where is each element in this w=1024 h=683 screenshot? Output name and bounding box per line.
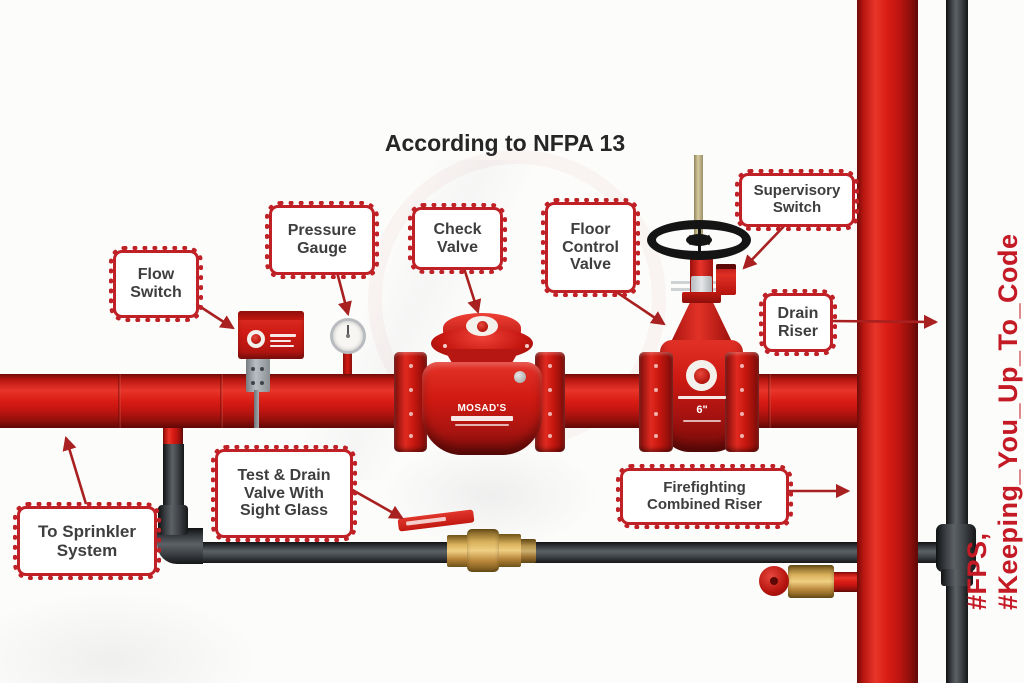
check-valve-brand-text: MOSAD'S bbox=[457, 403, 507, 414]
brand-logo-icon bbox=[686, 360, 717, 391]
valve-text-line bbox=[678, 396, 726, 399]
pressure-gauge-stem bbox=[343, 350, 352, 376]
riser-drain-stub bbox=[832, 572, 860, 592]
flow-switch-saddle bbox=[246, 358, 270, 392]
fcv-flange-left bbox=[639, 352, 673, 452]
check-valve-plug bbox=[514, 371, 526, 383]
drain-pipe-horizontal bbox=[196, 542, 958, 563]
label-test-drain-valve: Test & Drain Valve With Sight Glass bbox=[211, 445, 357, 542]
pipe-joint bbox=[118, 374, 121, 428]
test-drain-valve-tail bbox=[519, 539, 536, 563]
valve-size-text: 6" bbox=[696, 404, 708, 416]
diagram-title: According to NFPA 13 bbox=[384, 130, 626, 156]
label-to-sprinkler-system: To Sprinkler System bbox=[13, 502, 161, 580]
drain-riser-tee bbox=[936, 524, 976, 572]
label-firefighting-riser: Firefighting Combined Riser bbox=[616, 464, 793, 529]
stem-clamp bbox=[691, 276, 712, 294]
flow-switch-paddle-stem bbox=[254, 390, 259, 428]
valve-gland bbox=[682, 292, 721, 303]
valve-stem bbox=[694, 155, 703, 235]
combined-riser-pipe bbox=[857, 0, 918, 683]
label-check-valve: Check Valve bbox=[408, 203, 507, 274]
check-valve-banner bbox=[455, 424, 509, 426]
valve-text-line bbox=[683, 420, 721, 422]
test-drain-valve-end bbox=[447, 535, 469, 567]
pressure-gauge bbox=[330, 318, 366, 354]
riser-drain-valve-body bbox=[788, 565, 834, 598]
drain-riser-pipe bbox=[946, 0, 968, 683]
drain-riser-collar bbox=[941, 569, 973, 586]
lever-text-line bbox=[405, 516, 447, 526]
cap-bolt bbox=[443, 344, 447, 348]
label-flow-switch: Flow Switch bbox=[109, 246, 203, 322]
test-drain-valve-body bbox=[467, 529, 499, 572]
flow-switch-text-line bbox=[270, 345, 294, 347]
label-pressure-gauge: Pressure Gauge bbox=[265, 201, 379, 279]
brand-logo-icon bbox=[247, 330, 265, 348]
arrow-supervisory-switch bbox=[742, 222, 788, 270]
supervisory-switch bbox=[716, 264, 736, 295]
gauge-needle bbox=[347, 325, 349, 337]
pipe-joint bbox=[220, 374, 223, 428]
pipe-joint bbox=[768, 374, 771, 428]
drain-drop-stub bbox=[163, 424, 183, 448]
gauge-hub bbox=[346, 334, 350, 338]
test-drain-valve-end bbox=[497, 534, 521, 567]
flow-switch-lid bbox=[238, 311, 304, 320]
saddle-bolt bbox=[251, 367, 255, 371]
drain-drop-pipe bbox=[163, 444, 184, 516]
riser-drain-handwheel bbox=[759, 566, 789, 596]
handwheel-hub bbox=[770, 577, 778, 585]
hashtag-watermark: #FPS, #Keeping_You_Up_To_Code bbox=[962, 233, 1023, 610]
corner-shadow bbox=[0, 590, 260, 683]
check-valve-flange-left bbox=[394, 352, 427, 452]
label-drain-riser: Drain Riser bbox=[759, 289, 837, 356]
handwheel bbox=[647, 220, 751, 260]
flow-switch bbox=[238, 311, 304, 359]
drain-pipe-coupling bbox=[158, 505, 188, 535]
handwheel-hub bbox=[686, 234, 712, 246]
brand-logo-icon bbox=[466, 316, 498, 336]
arrow-to-sprinkler-system bbox=[62, 435, 88, 505]
supervisory-switch-cap bbox=[716, 264, 736, 269]
fcv-flange-right bbox=[725, 352, 759, 452]
label-floor-control-valve: Floor Control Valve bbox=[541, 198, 640, 297]
flow-switch-text-line bbox=[270, 340, 291, 342]
check-valve-banner bbox=[451, 416, 513, 421]
valve-yoke bbox=[670, 302, 733, 344]
label-supervisory-switch: Supervisory Switch bbox=[735, 169, 859, 231]
flow-switch-text-line bbox=[270, 334, 296, 337]
